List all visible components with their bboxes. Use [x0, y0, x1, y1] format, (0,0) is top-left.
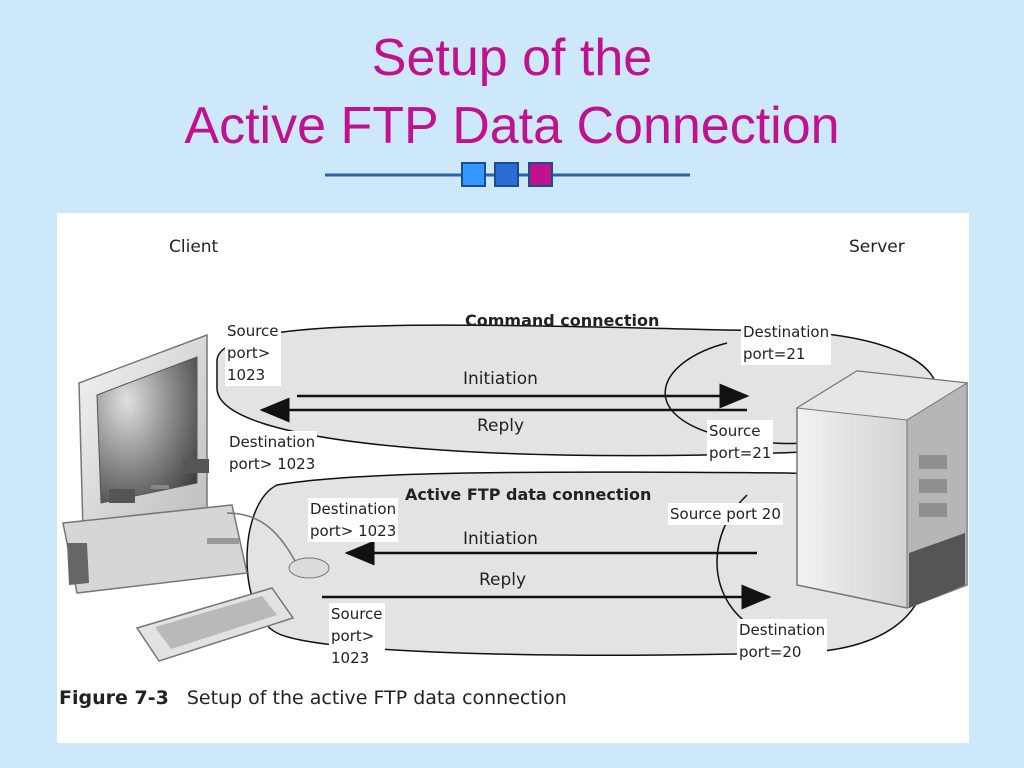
- data-reply-label: Reply: [479, 570, 527, 590]
- command-reply-destination-label: Destination port> 1023: [227, 431, 318, 475]
- deco-square-2: [494, 162, 519, 187]
- data-reply-source-label: Source port> 1023: [329, 603, 385, 669]
- command-reply-source-label: Source port=21: [707, 420, 774, 464]
- diagram-graphics: [62, 324, 969, 662]
- command-destination-curve: [664, 342, 828, 445]
- command-connection-title: Command connection: [465, 311, 660, 330]
- figure-caption-text: Setup of the active FTP data connection: [186, 687, 567, 709]
- command-initiation-label: Initiation: [463, 369, 538, 389]
- data-connection-title: Active FTP data connection: [405, 485, 652, 504]
- command-source-port-label: Source port> 1023: [225, 320, 281, 386]
- figure-caption: Figure 7-3 Setup of the active FTP data c…: [59, 687, 567, 709]
- slide-title-line2: Active FTP Data Connection: [184, 97, 840, 155]
- deco-square-3: [528, 162, 553, 187]
- ftp-diagram-figure: Client Server Command connection Source …: [57, 213, 969, 743]
- client-computer-icon: [62, 333, 330, 662]
- server-label: Server: [849, 237, 905, 257]
- title-decoration: [325, 162, 690, 187]
- command-destination-port-label: Destination port=21: [741, 321, 832, 365]
- data-source-port-20-label: Source port 20: [668, 503, 783, 525]
- data-reply-destination-label: Destination port=20: [737, 619, 828, 663]
- figure-caption-label: Figure 7-3: [59, 687, 169, 709]
- command-reply-label: Reply: [477, 416, 525, 436]
- slide-title-line1: Setup of the: [371, 29, 653, 87]
- data-destination-port-label: Destination port> 1023: [308, 498, 399, 542]
- client-label: Client: [169, 237, 219, 257]
- deco-square-1: [461, 162, 486, 187]
- data-initiation-label: Initiation: [463, 529, 538, 549]
- server-tower-icon: [795, 370, 969, 609]
